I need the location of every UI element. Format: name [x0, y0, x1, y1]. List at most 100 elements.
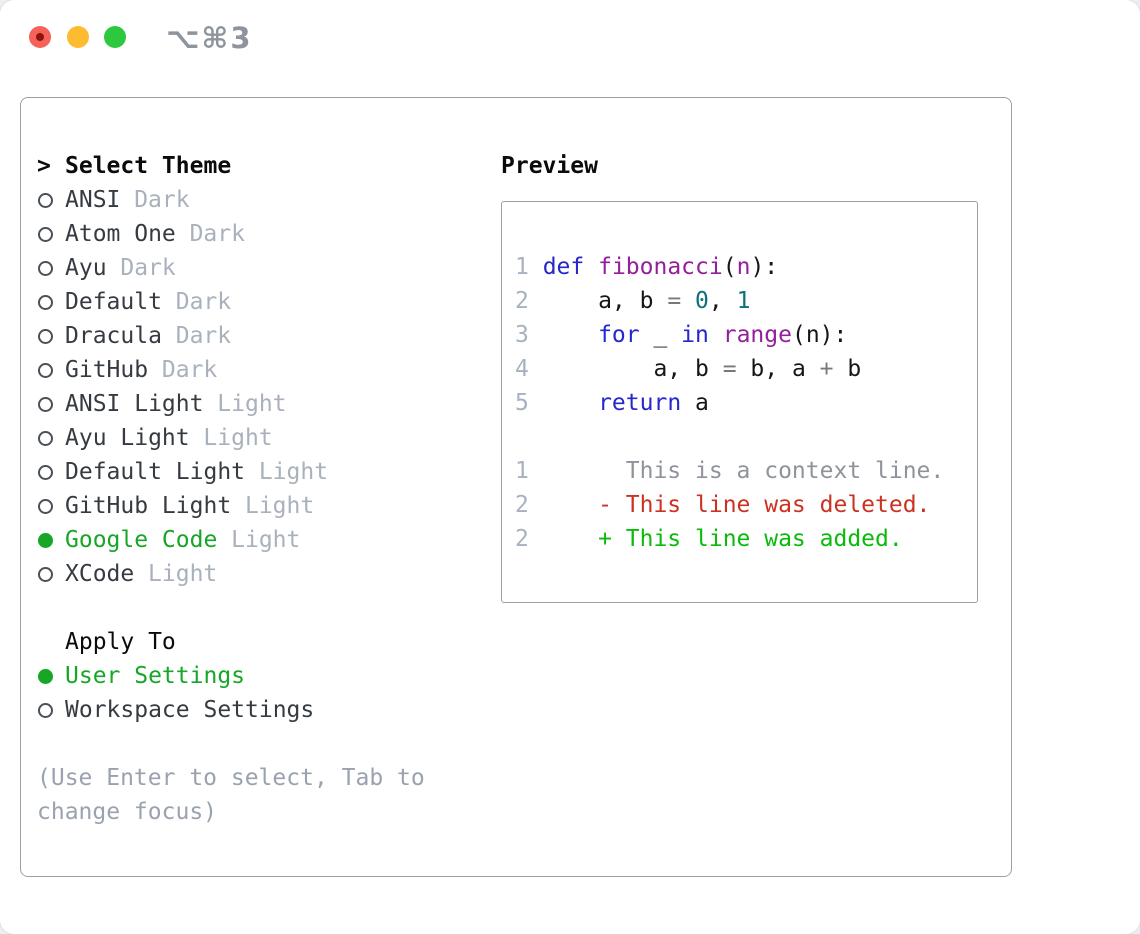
apply-option-workspace-settings[interactable]: Workspace Settings [37, 693, 501, 727]
code-token-pl [681, 284, 695, 318]
theme-variant-badge: Light [148, 561, 218, 587]
radio-unselected-icon [38, 702, 53, 718]
diff-line-context: 1 This is a context line. [515, 454, 977, 488]
radio-unselected-icon [38, 226, 53, 242]
code-token-pl: ): [750, 254, 779, 280]
line-number: 2 [515, 526, 529, 552]
code-token-pl [584, 250, 598, 284]
close-button[interactable] [29, 26, 51, 48]
code-line: 1 def fibonacci(n): [515, 250, 977, 284]
radio-unselected-icon [38, 464, 53, 480]
radio-unselected-icon [38, 566, 53, 582]
code-token-op: = [722, 356, 737, 382]
theme-variant-badge: Light [231, 527, 301, 553]
window-title: ⌥⌘3 [166, 21, 253, 55]
line-number: 2 [515, 492, 529, 518]
theme-option-ayu[interactable]: Ayu Dark [37, 251, 501, 285]
line-number: 1 [515, 254, 529, 280]
theme-option-default-light[interactable]: Default Light Light [37, 455, 501, 489]
radio-unselected-icon [38, 396, 53, 412]
diff-line-added: 2 + This line was added. [515, 522, 977, 556]
line-number: 5 [515, 390, 529, 416]
diff-text: - This line was deleted. [542, 492, 931, 518]
code-token-nm: 0 [695, 288, 709, 314]
theme-variant-badge: Dark [120, 255, 176, 281]
radio-unselected-icon [38, 192, 53, 208]
maximize-button[interactable] [104, 26, 126, 48]
code-token-pl [543, 318, 598, 352]
code-token-pl: a [681, 390, 709, 416]
theme-name: Default Light [65, 459, 246, 485]
theme-name: Default [65, 289, 162, 315]
theme-variant-badge: Light [203, 425, 273, 451]
select-theme-heading-row: > Select Theme [37, 149, 501, 183]
code-token-kw: def [542, 254, 585, 280]
theme-name: Atom One [65, 221, 176, 247]
theme-variant-badge: Light [258, 459, 329, 485]
theme-name: GitHub [65, 357, 149, 383]
minimize-button[interactable] [67, 26, 89, 48]
theme-variant-badge: Dark [161, 357, 218, 383]
theme-name: ANSI Light [65, 391, 204, 417]
theme-variant-badge: Dark [134, 187, 190, 213]
close-recording-dot-icon [36, 33, 44, 41]
theme-name: GitHub Light [65, 493, 232, 519]
theme-name: XCode [65, 561, 135, 587]
theme-name: Ayu Light [65, 425, 190, 451]
apply-option-user-settings[interactable]: User Settings [37, 659, 501, 693]
code-token-fn: n [736, 254, 751, 280]
theme-name: Ayu [65, 255, 107, 281]
blank-line [515, 420, 977, 454]
select-theme-heading: Select Theme [65, 153, 232, 179]
line-number: 2 [515, 288, 529, 314]
radio-unselected-icon [38, 430, 53, 446]
radio-unselected-icon [38, 260, 53, 276]
theme-option-dracula[interactable]: Dracula Dark [37, 319, 501, 353]
code-token-pl: b [833, 356, 862, 382]
preview-heading-row: Preview [501, 149, 1011, 183]
theme-variant-badge: Dark [175, 323, 232, 349]
radio-unselected-icon [38, 294, 53, 310]
code-token-kw: for [598, 322, 640, 348]
code-token-pl: _ [639, 322, 682, 348]
code-token-pl: a, b [542, 356, 723, 382]
theme-option-github-light[interactable]: GitHub Light Light [37, 489, 501, 523]
code-token-kw: return [598, 390, 682, 416]
apply-option-label: User Settings [65, 663, 246, 689]
prompt-arrow-icon: > [37, 153, 51, 179]
apply-option-label: Workspace Settings [65, 697, 315, 723]
diff-line-deleted: 2 - This line was deleted. [515, 488, 977, 522]
code-token-pl: ( [722, 254, 737, 280]
code-token-op: + [819, 356, 834, 382]
spacer [37, 727, 501, 761]
code-line: 4 a, b = b, a + b [515, 352, 977, 386]
apply-to-heading: Apply To [65, 629, 176, 655]
theme-option-xcode[interactable]: XCode Light [37, 557, 501, 591]
theme-variant-badge: Dark [189, 221, 245, 247]
theme-name: Dracula [65, 323, 162, 349]
theme-option-atom-one[interactable]: Atom One Dark [37, 217, 501, 251]
theme-option-github[interactable]: GitHub Dark [37, 353, 501, 387]
spacer [37, 591, 501, 625]
radio-unselected-icon [38, 498, 53, 514]
radio-selected-icon [38, 532, 53, 548]
code-token-fn: range [722, 322, 792, 348]
theme-variant-badge: Light [244, 493, 315, 519]
titlebar: ⌥⌘3 [0, 0, 1140, 76]
theme-option-ayu-light[interactable]: Ayu Light Light [37, 421, 501, 455]
code-token-nm: 1 [736, 288, 751, 314]
radio-selected-icon [38, 668, 53, 684]
line-number: 3 [515, 322, 529, 348]
code-token-fn: fibonacci [598, 254, 723, 280]
